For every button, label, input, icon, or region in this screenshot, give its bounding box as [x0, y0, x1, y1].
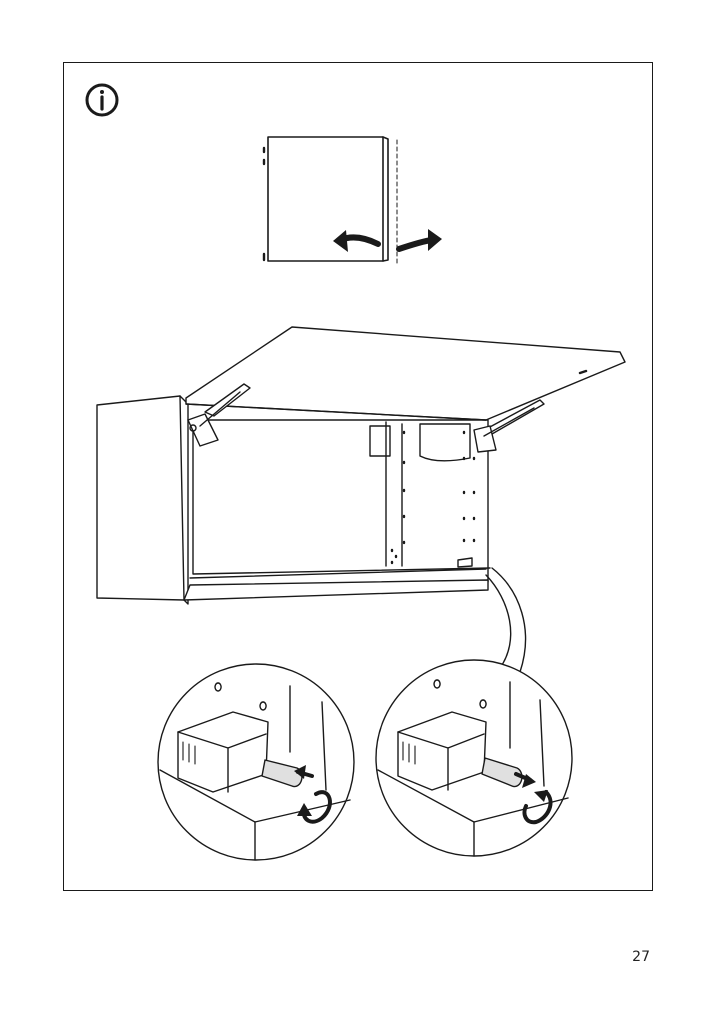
door-reversal-diagram	[262, 136, 442, 266]
info-icon	[85, 83, 119, 117]
push-opener-detail-pull	[375, 659, 573, 857]
instruction-panel	[63, 62, 653, 891]
detail-callout	[485, 567, 527, 673]
page-number: 27	[632, 949, 650, 965]
wall-cabinet	[96, 395, 491, 605]
lift-up-door	[185, 326, 626, 453]
push-opener-detail-push	[157, 663, 355, 861]
